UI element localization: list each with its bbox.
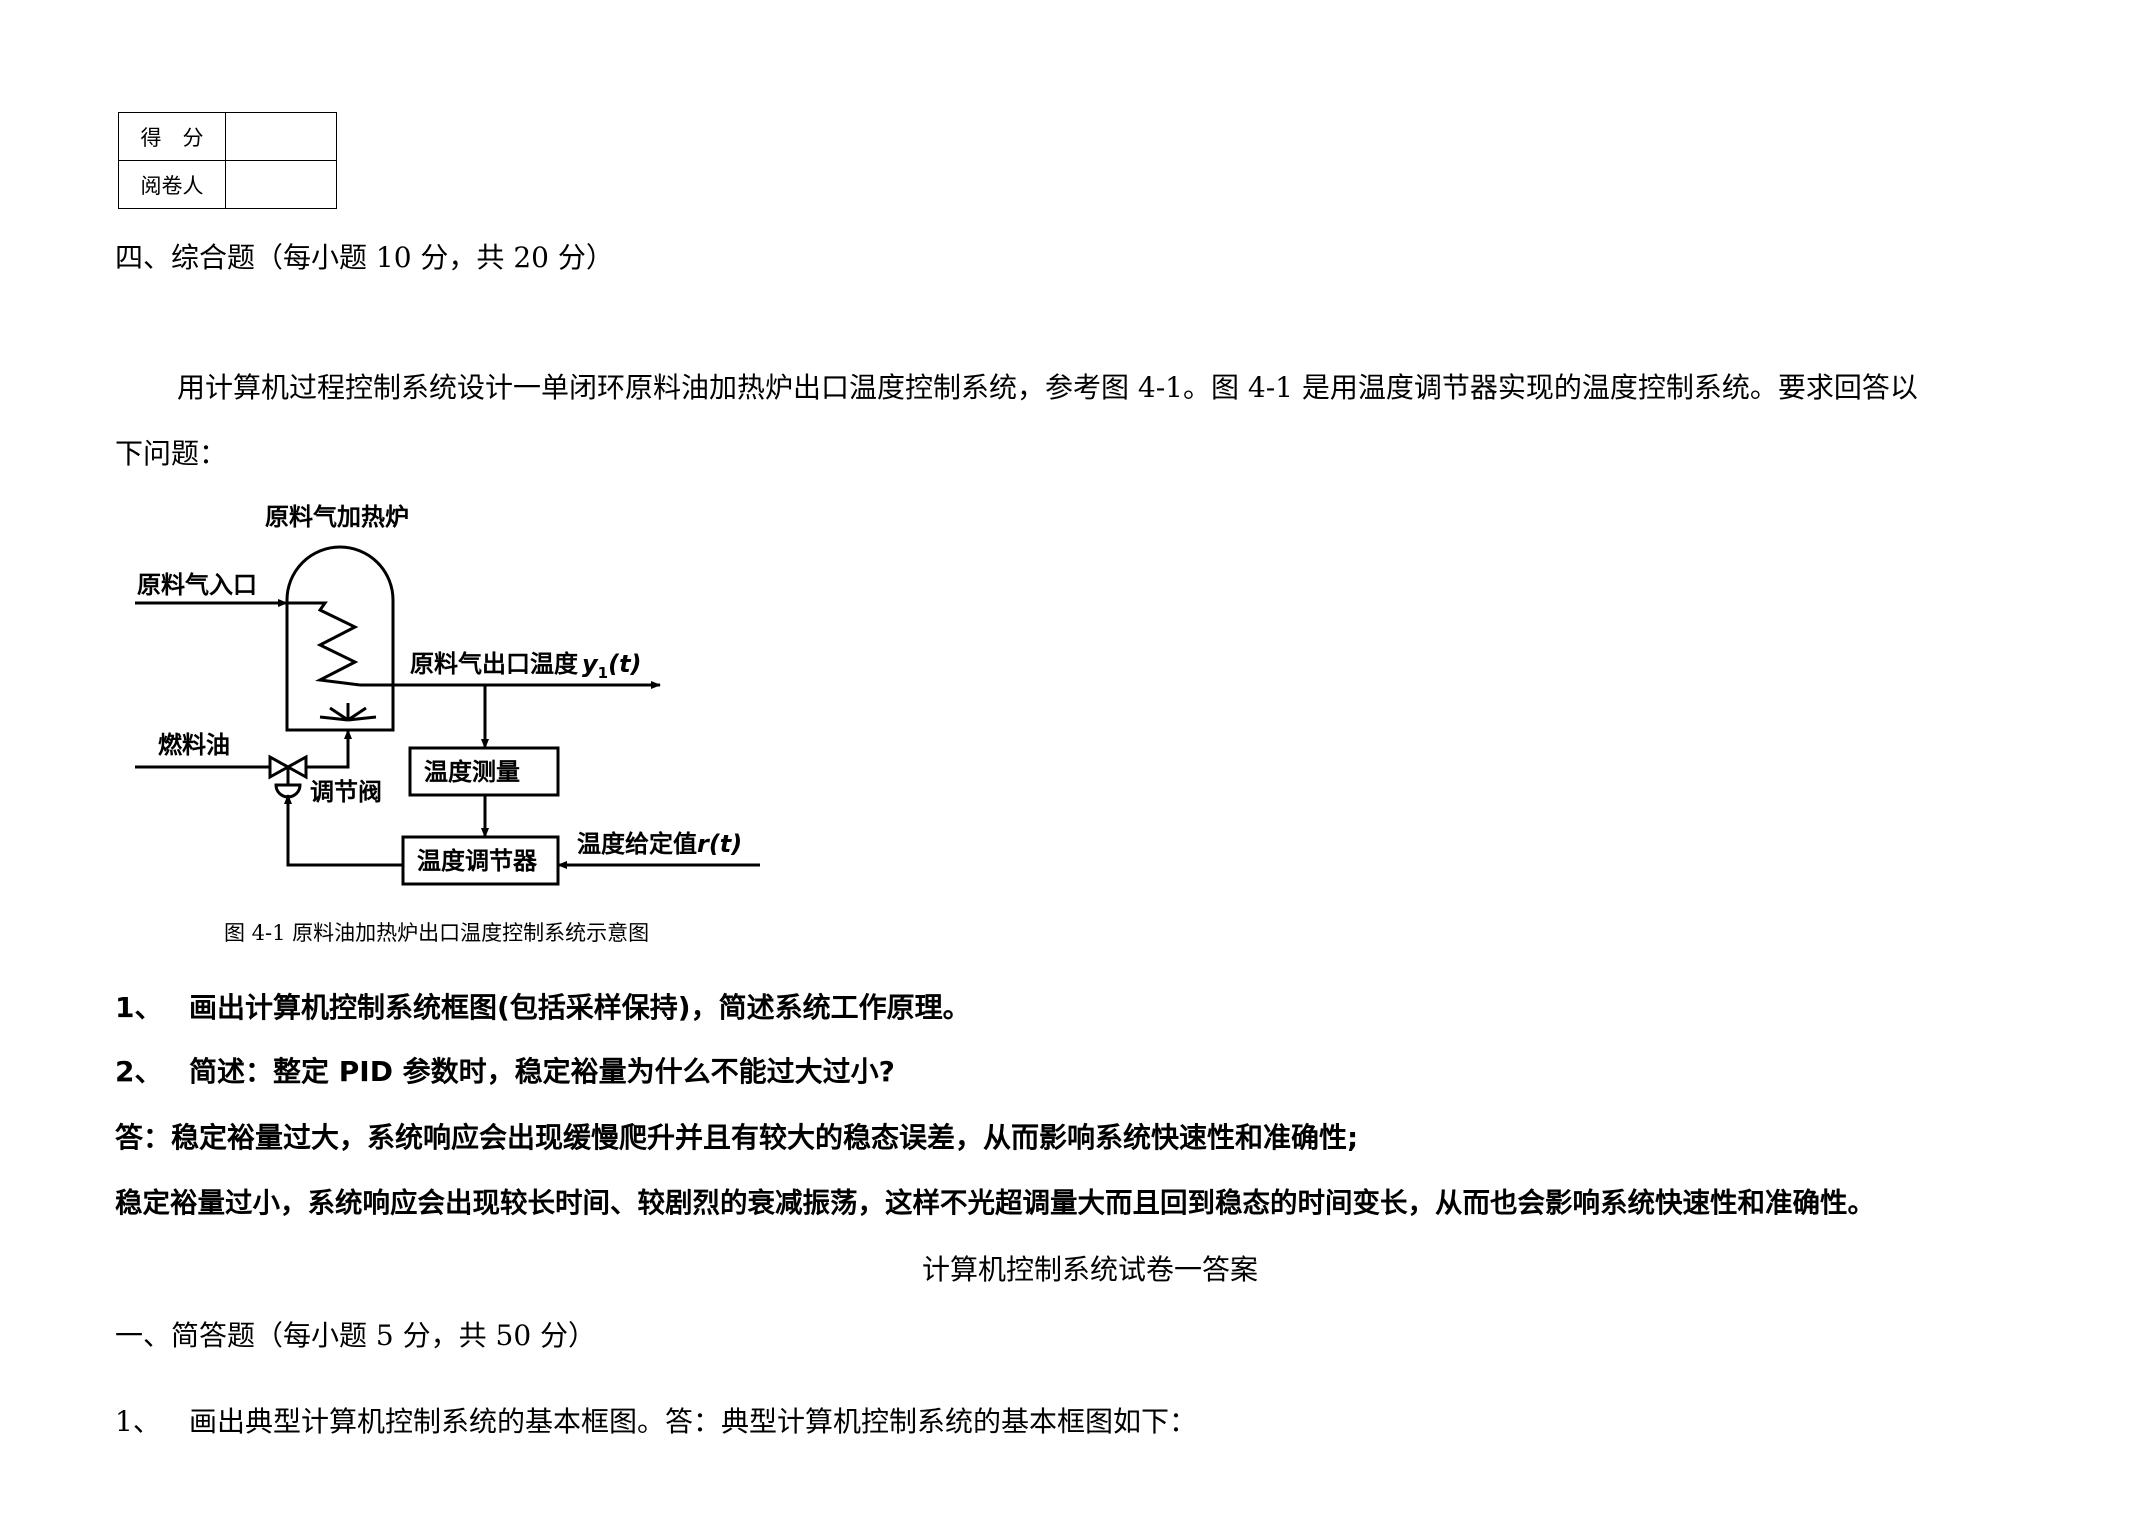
question-2-number: 2、 xyxy=(115,1055,163,1088)
score-value-cell xyxy=(225,112,337,161)
outlet-arg: (t) xyxy=(608,650,641,678)
answer-key-section1-heading: 一、简答题（每小题 5 分，共 50 分） xyxy=(115,1319,597,1352)
inlet-label: 原料气入口 xyxy=(137,571,257,599)
score-row: 得 分 xyxy=(118,112,337,161)
score-table: 得 分 阅卷人 xyxy=(118,112,337,209)
question-1-number: 1、 xyxy=(115,991,163,1024)
section4-heading: 四、综合题（每小题 10 分，共 20 分） xyxy=(115,241,614,274)
controller-output-line xyxy=(284,794,403,867)
answer-key-title: 计算机控制系统试卷一答案 xyxy=(922,1253,1259,1286)
furnace-title: 原料气加热炉 xyxy=(265,503,409,531)
furnace-vessel xyxy=(285,545,395,732)
answer-key-item1-text: 画出典型计算机控制系统的基本框图。答：典型计算机控制系统的基本框图如下： xyxy=(189,1405,1198,1438)
measure-box-label: 温度测量 xyxy=(424,758,520,786)
outlet-subscript: 1 xyxy=(598,664,608,682)
section4-intro-line2: 下问题： xyxy=(115,437,228,470)
question-2-text: 简述：整定 PID 参数时，稳定裕量为什么不能过大过小? xyxy=(189,1055,895,1088)
temperature-controller-box xyxy=(401,835,560,886)
answer-paragraph-2: 稳定裕量过小，系统响应会出现较长时间、较剧烈的衰减振荡，这样不光超调量大而且回到… xyxy=(115,1187,1875,1219)
fuel-label: 燃料油 xyxy=(158,731,230,759)
score-label: 得 分 xyxy=(118,112,226,161)
outlet-symbol: y xyxy=(582,650,599,678)
grader-row: 阅卷人 xyxy=(118,160,337,209)
answer-paragraph-1: 答：稳定裕量过大，系统响应会出现缓慢爬升并且有较大的稳态误差，从而影响系统快速性… xyxy=(115,1121,1359,1154)
valve-to-burner-line xyxy=(306,729,352,769)
section4-intro-line1: 用计算机过程控制系统设计一单闭环原料油加热炉出口温度控制系统，参考图 4-1。图… xyxy=(177,371,1918,404)
valve-actuator-icon xyxy=(274,783,302,799)
setpoint-label: 温度给定值r(t) xyxy=(577,830,742,858)
setpoint-symbol: r(t) xyxy=(697,830,742,858)
figure-caption: 图 4-1 原料油加热炉出口温度控制系统示意图 xyxy=(224,921,650,945)
heating-coil xyxy=(287,601,361,687)
setpoint-label-text: 温度给定值 xyxy=(577,830,697,858)
valve-label: 调节阀 xyxy=(310,778,382,806)
controller-box-label: 温度调节器 xyxy=(417,847,538,875)
answer-key-item1-number: 1、 xyxy=(115,1405,161,1438)
control-valve-icon xyxy=(268,754,308,780)
outlet-label-text: 原料气出口温度 xyxy=(410,650,579,678)
grader-label: 阅卷人 xyxy=(118,160,226,209)
question-1-text: 画出计算机控制系统框图(包括采样保持)，简述系统工作原理。 xyxy=(189,991,971,1024)
grader-value-cell xyxy=(225,160,337,209)
burner-flame xyxy=(319,703,377,722)
